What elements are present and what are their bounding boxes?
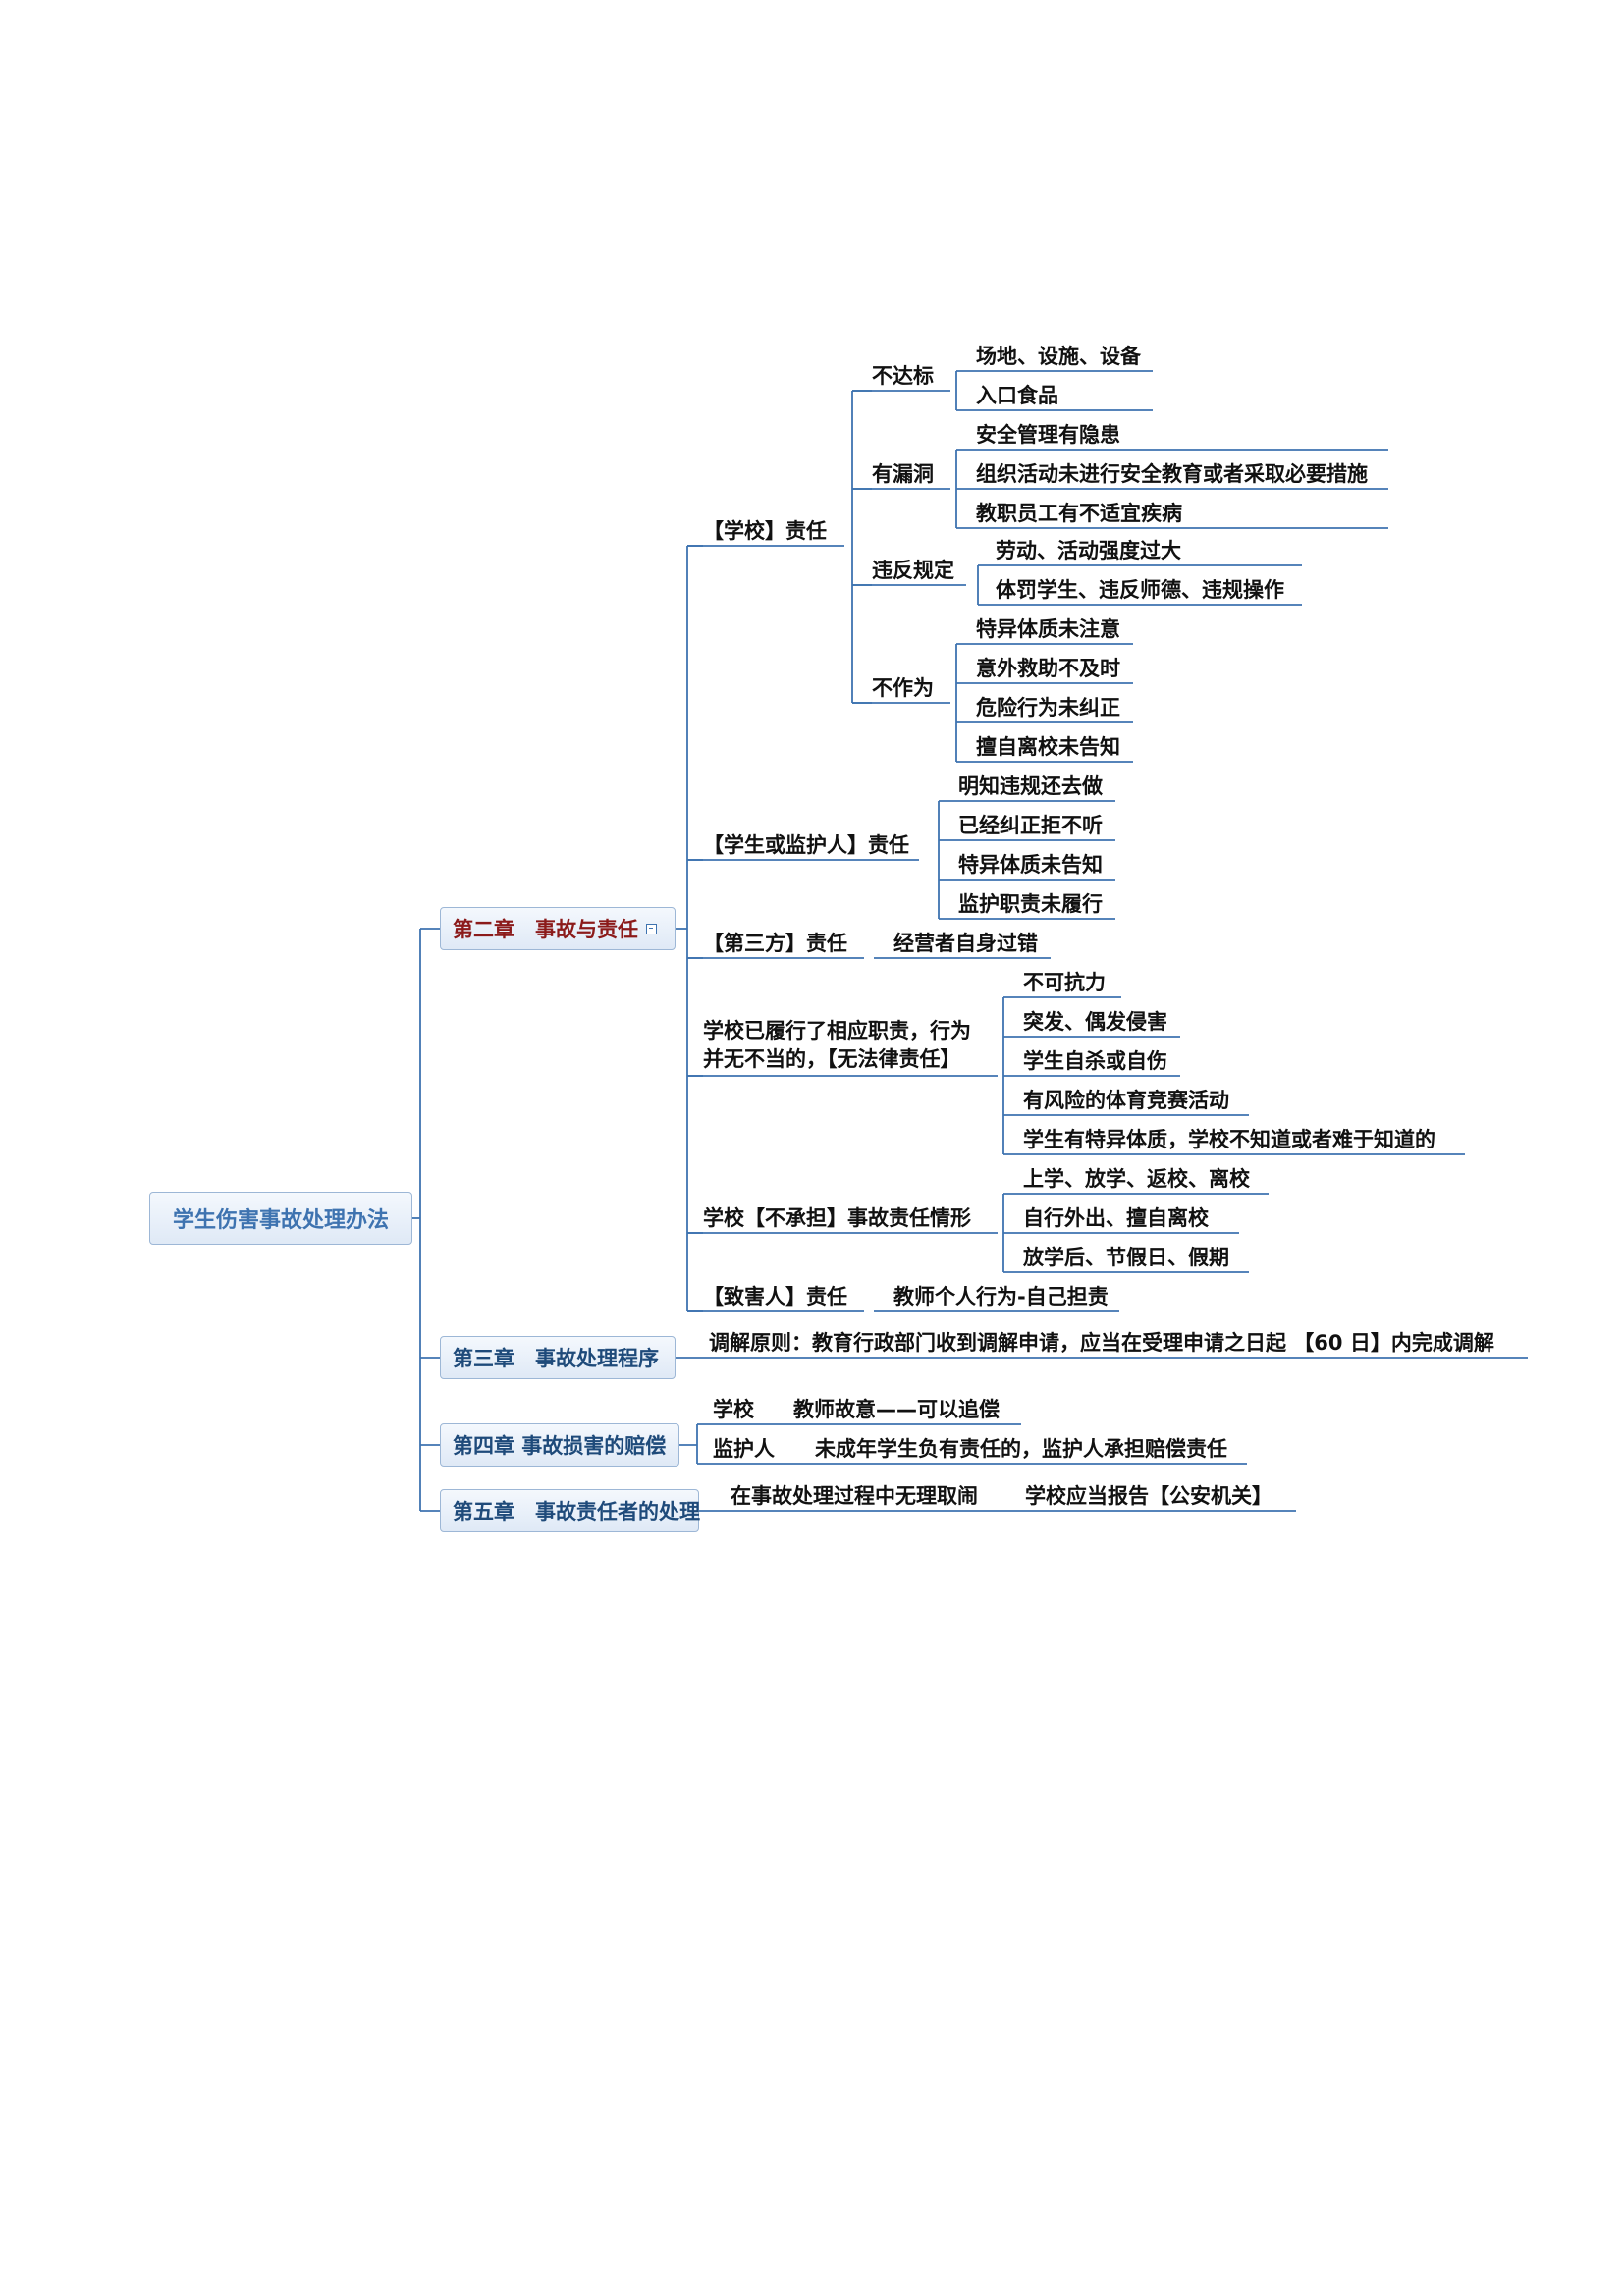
leaf-node[interactable]: 放学后、节假日、假期 [1023,1246,1229,1269]
collapse-icon[interactable] [646,923,657,934]
leaf-node[interactable]: 学校应当报告【公安机关】 [1025,1484,1272,1508]
chapter-2-node[interactable]: 第二章 事故与责任 [440,907,676,950]
leaf-node[interactable]: 体罚学生、违反师德、违规操作 [996,578,1284,602]
chapter-5-label: 第五章 事故责任者的处理 [453,1500,700,1523]
topic-ch4-guardian[interactable]: 监护人 [713,1437,775,1461]
leaf-node[interactable]: 经营者自身过错 [893,932,1038,955]
chapter-4-label: 第四章 事故损害的赔偿 [453,1434,667,1458]
leaf-node[interactable]: 组织活动未进行安全教育或者采取必要措施 [976,462,1368,486]
leaf-node[interactable]: 安全管理有隐患 [976,423,1120,447]
topic-student-responsibility[interactable]: 【学生或监护人】责任 [703,833,909,857]
leaf-node[interactable]: 学生有特异体质，学校不知道或者难于知道的 [1023,1128,1435,1151]
chapter-3-node[interactable]: 第三章 事故处理程序 [440,1336,676,1379]
leaf-node[interactable]: 学生自杀或自伤 [1023,1049,1167,1073]
topic-school-responsibility[interactable]: 【学校】责任 [703,519,827,543]
topic-no-legal-responsibility[interactable]: 学校已履行了相应职责，行为 并无不当的，【无法律责任】 [703,1019,971,1071]
leaf-node[interactable]: 明知违规还去做 [958,774,1103,798]
leaf-node[interactable]: 上学、放学、返校、离校 [1023,1167,1250,1191]
leaf-node[interactable]: 教职员工有不适宜疾病 [976,502,1182,525]
leaf-node[interactable]: 场地、设施、设备 [976,345,1141,368]
topic-third-party-responsibility[interactable]: 【第三方】责任 [703,932,847,955]
leaf-node[interactable]: 特异体质未告知 [958,853,1103,877]
leaf-node[interactable]: 监护职责未履行 [958,892,1103,916]
leaf-node[interactable]: 有风险的体育竞赛活动 [1023,1089,1229,1112]
subtopic-wei-fan-gui-ding[interactable]: 违反规定 [872,559,954,582]
leaf-node[interactable]: 教师故意——可以追偿 [793,1398,1000,1421]
topic-ch5-disturbance[interactable]: 在事故处理过程中无理取闹 [731,1484,978,1508]
leaf-node[interactable]: 擅自离校未告知 [976,735,1120,759]
chapter-2-label: 第二章 事故与责任 [453,918,638,941]
leaf-node[interactable]: 突发、偶发侵害 [1023,1010,1167,1034]
subtopic-bu-zuo-wei[interactable]: 不作为 [872,676,934,700]
subtopic-bu-da-biao[interactable]: 不达标 [872,364,934,388]
leaf-node[interactable]: 教师个人行为-自己担责 [893,1285,1109,1308]
topic-ch4-school[interactable]: 学校 [713,1398,754,1421]
leaf-node[interactable]: 入口食品 [976,384,1058,407]
leaf-node[interactable]: 自行外出、擅自离校 [1023,1206,1209,1230]
chapter-5-node[interactable]: 第五章 事故责任者的处理 [440,1489,700,1532]
subtopic-you-lou-dong[interactable]: 有漏洞 [872,462,934,486]
root-node[interactable]: 学生伤害事故处理办法 [149,1192,412,1245]
topic-school-not-bear[interactable]: 学校【不承担】事故责任情形 [703,1206,971,1230]
leaf-node[interactable]: 特异体质未注意 [976,617,1120,641]
leaf-node[interactable]: 劳动、活动强度过大 [996,539,1181,562]
chapter-4-node[interactable]: 第四章 事故损害的赔偿 [440,1423,679,1467]
leaf-node[interactable]: 未成年学生负有责任的，监护人承担赔偿责任 [815,1437,1227,1461]
leaf-node[interactable]: 已经纠正拒不听 [958,814,1103,837]
leaf-node[interactable]: 调解原则：教育行政部门收到调解申请，应当在受理申请之日起 【60 日】内完成调解 [709,1331,1494,1355]
root-label: 学生伤害事故处理办法 [172,1208,389,1233]
leaf-node[interactable]: 意外救助不及时 [976,657,1120,680]
leaf-node[interactable]: 危险行为未纠正 [976,696,1120,720]
chapter-3-label: 第三章 事故处理程序 [453,1347,659,1370]
topic-offender-responsibility[interactable]: 【致害人】责任 [703,1285,847,1308]
leaf-node[interactable]: 不可抗力 [1023,971,1106,994]
